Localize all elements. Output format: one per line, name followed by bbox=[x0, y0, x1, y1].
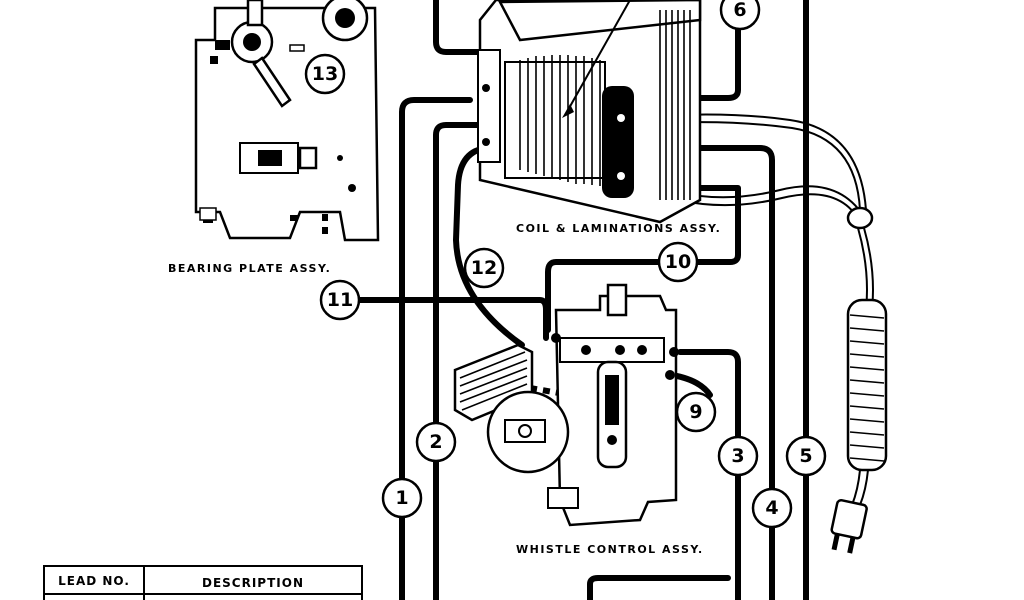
svg-text:12: 12 bbox=[471, 257, 497, 279]
lead-marker-2: 2 bbox=[415, 421, 457, 463]
lead-table: LEAD NO. DESCRIPTION bbox=[43, 565, 363, 600]
svg-text:3: 3 bbox=[731, 445, 744, 467]
table-header-lead-no: LEAD NO. bbox=[58, 574, 130, 588]
lead-marker-9: 9 bbox=[675, 391, 717, 433]
table-header-description: DESCRIPTION bbox=[202, 576, 304, 590]
lead-markers: 6 13 12 10 11 9 2 3 5 1 4 bbox=[304, 0, 827, 529]
whistle-control-assembly bbox=[453, 283, 679, 527]
bearing-plate-assembly bbox=[194, 0, 380, 242]
svg-text:5: 5 bbox=[799, 445, 812, 467]
whistle-label: WHISTLE CONTROL ASSY. bbox=[516, 543, 704, 556]
coil-label: COIL & LAMINATIONS ASSY. bbox=[516, 222, 721, 235]
lead-marker-12: 12 bbox=[463, 247, 505, 289]
svg-text:9: 9 bbox=[689, 401, 702, 423]
lead-marker-1: 1 bbox=[381, 477, 423, 519]
svg-text:4: 4 bbox=[765, 497, 778, 519]
lead-marker-5: 5 bbox=[785, 435, 827, 477]
coil-laminations-assembly bbox=[477, 0, 702, 224]
svg-text:13: 13 bbox=[312, 63, 338, 85]
line-cord-plug bbox=[629, 113, 888, 554]
svg-text:11: 11 bbox=[327, 289, 353, 311]
svg-text:1: 1 bbox=[395, 487, 408, 509]
lead-marker-3: 3 bbox=[717, 435, 759, 477]
lead-marker-11: 11 bbox=[319, 279, 361, 321]
lead-marker-6: 6 bbox=[719, 0, 761, 31]
lead-marker-4: 4 bbox=[751, 487, 793, 529]
svg-text:6: 6 bbox=[733, 0, 746, 21]
bearing-label: BEARING PLATE ASSY. bbox=[168, 262, 331, 275]
svg-text:2: 2 bbox=[429, 431, 442, 453]
svg-text:10: 10 bbox=[665, 251, 691, 273]
lead-marker-10: 10 bbox=[657, 241, 699, 283]
lead-marker-13: 13 bbox=[304, 53, 346, 95]
